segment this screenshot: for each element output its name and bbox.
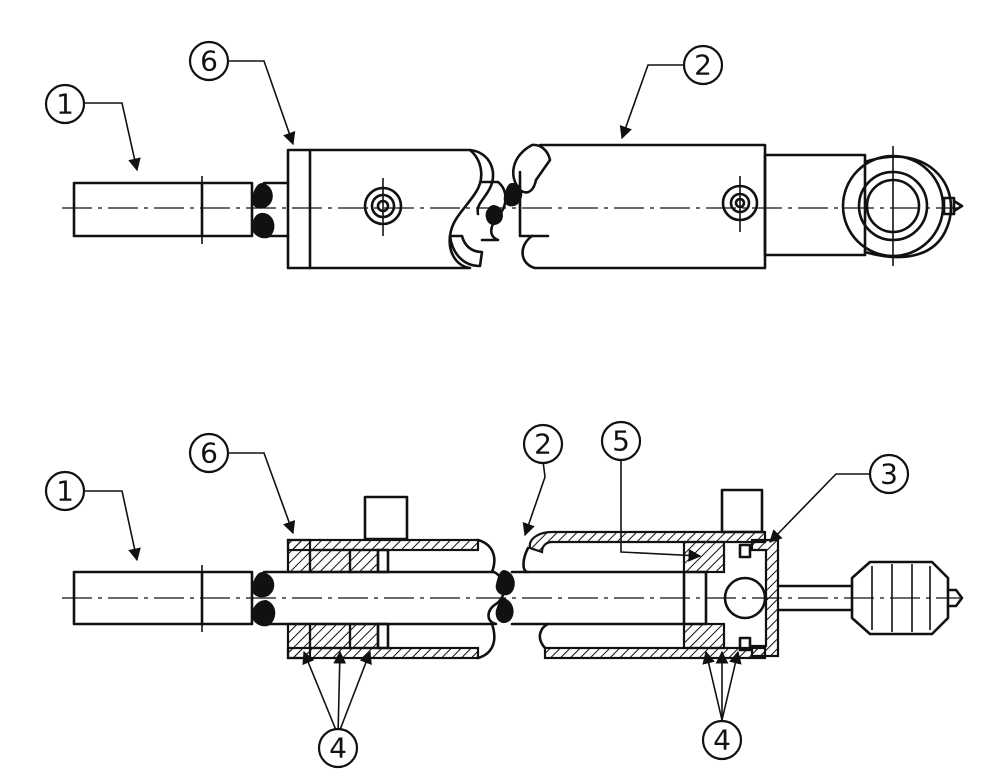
svg-text:6: 6: [200, 45, 218, 78]
top-gland-collar: [286, 148, 312, 270]
top-piston-rod: [72, 176, 290, 244]
exterior-view: [62, 143, 964, 270]
section-piston-rod: [72, 565, 686, 632]
svg-text:4: 4: [713, 724, 731, 757]
svg-text:6: 6: [200, 437, 218, 470]
svg-text:1: 1: [56, 475, 74, 508]
callout-bottom-cap: 3: [868, 453, 910, 495]
top-barrel-right: [503, 143, 767, 270]
callout-bottom-rod: 1: [44, 470, 86, 512]
section-view: [62, 488, 964, 660]
callout-top-barrel: 2: [682, 44, 724, 86]
top-barrel-left: [308, 148, 507, 270]
svg-text:5: 5: [612, 425, 630, 458]
callout-top-rod: 1: [44, 83, 86, 125]
callout-bottom-gland: 6: [188, 432, 230, 474]
top-end-clevis: [763, 146, 964, 266]
section-piston: [682, 540, 767, 652]
section-gland: [286, 538, 496, 660]
section-barrel: [522, 488, 767, 660]
callout-bottom-barrel: 2: [522, 423, 564, 465]
section-end-cap: [750, 538, 780, 658]
svg-text:2: 2: [534, 428, 552, 461]
callout-bottom-seals-gland: 4: [317, 727, 359, 769]
section-rod-end: [776, 560, 964, 636]
svg-text:1: 1: [56, 88, 74, 121]
svg-text:4: 4: [329, 732, 347, 765]
svg-text:3: 3: [880, 458, 898, 491]
svg-text:2: 2: [694, 49, 712, 82]
callout-bottom-piston: 5: [600, 420, 642, 462]
section-gland-stud: [363, 495, 409, 541]
leader-lines: [84, 60, 870, 736]
callout-top-gland: 6: [188, 40, 230, 82]
callout-bottom-seals-piston: 4: [701, 719, 743, 761]
